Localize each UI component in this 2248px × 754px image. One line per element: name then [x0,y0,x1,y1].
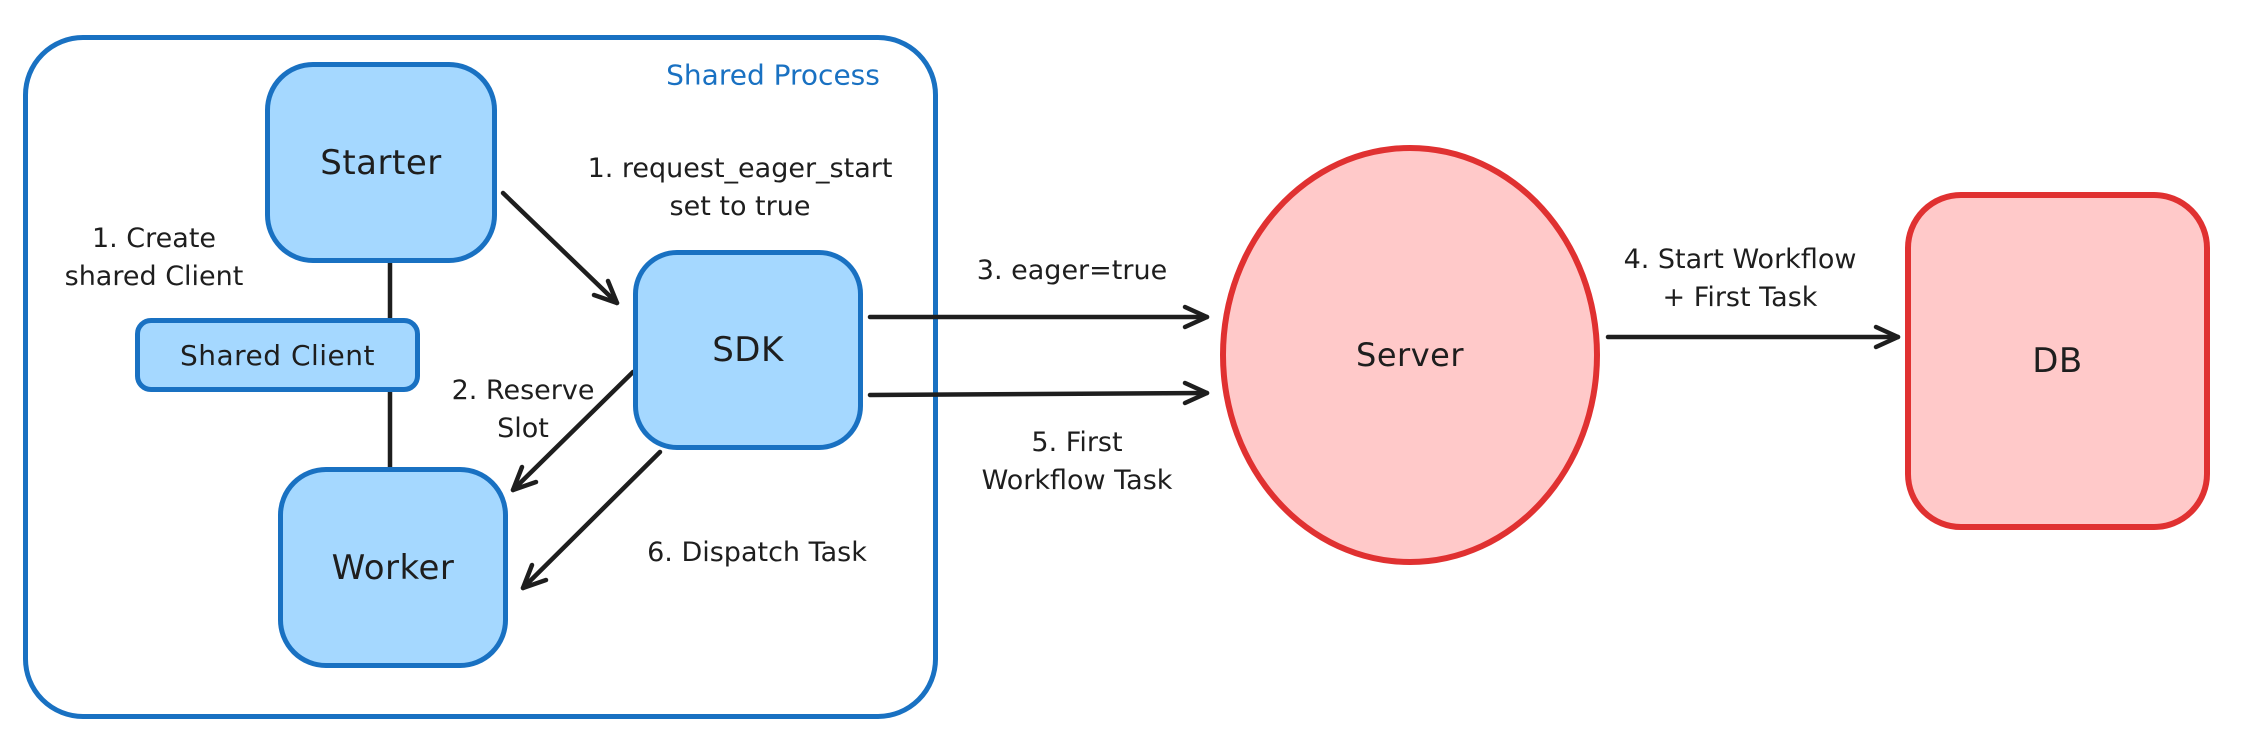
annotation-request-eager-start-line2: set to true [669,191,811,222]
annotation-create-shared-client: 1. Create shared Client [65,220,244,296]
db-node: DB [1905,192,2210,530]
arrowhead-starter-sdk [591,278,620,306]
annotation-request-eager-start: 1. request_eager_start set to true [588,150,893,226]
starter-node: Starter [265,62,497,263]
edge-label-start-workflow-line2: + First Task [1662,282,1818,313]
shared-client-label: Shared Client [179,338,376,372]
server-label: Server [1356,336,1464,374]
arrow-sdk-server-first-task [867,390,1210,398]
annotation-create-shared-client-line1: 1. Create [91,223,217,255]
edge-label-eager-true: 3. eager=true [976,255,1168,287]
arrowhead-sdk-server-first-task [1182,380,1210,406]
sdk-node: SDK [633,250,863,450]
arrow-sdk-worker-dispatch [520,449,663,591]
arrowhead-sdk-server-eager [1182,304,1210,330]
shared-client-node: Shared Client [135,318,420,392]
arrow-starter-sdk [500,190,620,306]
sdk-label: SDK [712,330,784,370]
annotation-dispatch-task: 6. Dispatch Task [647,537,867,569]
annotation-create-shared-client-line2: shared Client [64,261,244,292]
server-node: Server [1220,145,1600,565]
annotation-reserve-slot-line2: Slot [497,413,549,444]
annotation-request-eager-start-line1: 1. request_eager_start [587,153,893,185]
db-label: DB [2032,341,2083,381]
worker-label: Worker [331,547,455,588]
starter-label: Starter [320,142,442,183]
arrowhead-sdk-worker-reserve [510,464,539,493]
shared-process-title: Shared Process [666,58,880,92]
worker-node: Worker [278,467,508,668]
arrowhead-sdk-worker-dispatch [520,562,549,591]
edge-label-first-workflow-task-line1: 5. First [1031,427,1123,459]
arrow-sdk-worker-reserve [510,369,636,493]
edge-label-first-workflow-task: 5. First Workflow Task [982,424,1173,500]
annotation-reserve-slot-line1: 2. Reserve [451,375,595,407]
edge-label-first-workflow-task-line2: Workflow Task [981,465,1173,496]
edge-label-start-workflow-line1: 4. Start Workflow [1623,244,1857,276]
annotation-reserve-slot: 2. Reserve Slot [452,372,595,448]
arrowhead-server-db [1873,324,1901,350]
edge-label-start-workflow: 4. Start Workflow + First Task [1624,241,1857,317]
